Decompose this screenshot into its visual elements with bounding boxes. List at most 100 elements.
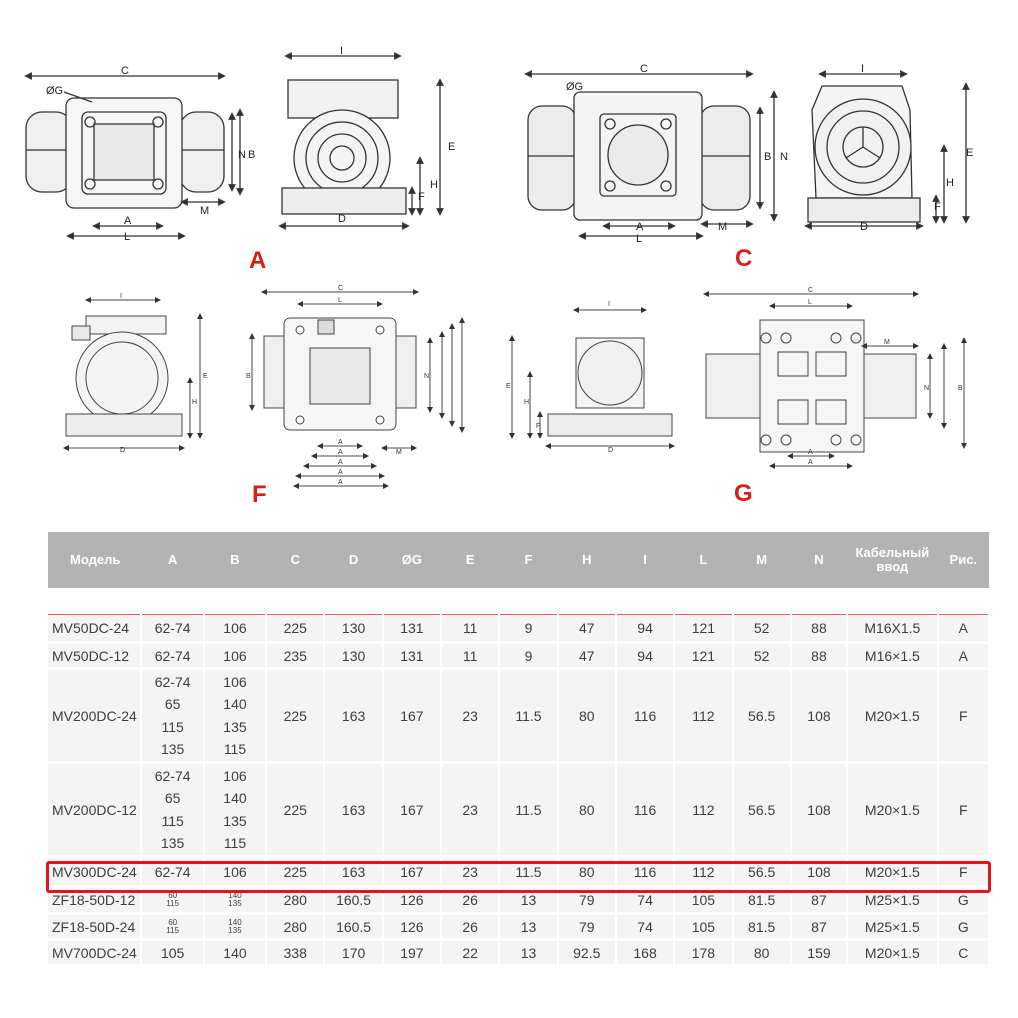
dim-n-g: N	[924, 385, 929, 392]
dim-f-g: F	[536, 423, 540, 430]
cell-e: 26	[441, 886, 501, 915]
dim-i-g: I	[608, 301, 610, 308]
cell-e: 22	[441, 939, 501, 967]
figure-f-top-view	[249, 289, 465, 489]
dim-c-f: C	[338, 285, 343, 292]
cell-c: 338	[266, 939, 326, 967]
cell-a-value: 62-74	[154, 673, 191, 690]
dim-c-c: C	[640, 63, 648, 75]
cell-n: 108	[790, 762, 849, 858]
dim-a4-f: A	[338, 469, 343, 476]
dim-a-a: A	[124, 215, 132, 227]
cell-a-value: 62-74	[154, 647, 191, 664]
cell-e: 23	[441, 668, 501, 764]
cell-fig: A	[937, 614, 991, 644]
cell-i: 74	[615, 913, 676, 941]
cell-f: 13	[499, 939, 559, 967]
dim-d-g: D	[608, 447, 613, 454]
table-header-row: Модель A B C D ØG E F H I L M N Кабельны…	[48, 532, 989, 588]
header-m: M	[732, 532, 791, 588]
cell-b-value: 140	[223, 696, 247, 712]
dim-m-g: M	[884, 339, 890, 346]
cell-i: 94	[615, 614, 676, 644]
cell-n: 87	[790, 913, 849, 941]
cell-b-value: 106	[223, 767, 247, 784]
header-l: L	[674, 532, 733, 588]
dim-a1-g: A	[808, 449, 813, 456]
dim-c-a: C	[121, 65, 129, 77]
cell-b-value: 140	[223, 944, 247, 961]
dim-n-a: N	[238, 149, 246, 161]
dim-h-f: H	[192, 399, 197, 406]
cell-d: 170	[324, 939, 384, 967]
dim-m-a: M	[200, 205, 209, 217]
cell-b-value: 140	[228, 891, 242, 900]
header-c: C	[266, 532, 325, 588]
cell-f: 9	[499, 614, 559, 644]
cell-h: 79	[557, 913, 617, 941]
cell-b-value: 115	[223, 835, 247, 851]
dim-i-a: I	[340, 45, 343, 57]
technical-drawings: C ØG A L M N B I D E H F A	[24, 45, 973, 508]
dim-b-c: B	[764, 151, 771, 163]
header-e: E	[441, 532, 500, 588]
cell-f: 11.5	[499, 668, 559, 764]
cell-m: 56.5	[732, 762, 792, 858]
cell-a-value: 135	[160, 741, 185, 757]
cell-d: 130	[324, 614, 384, 644]
header-i: I	[615, 532, 675, 588]
cell-e: 11	[441, 642, 501, 670]
cell-a: 62-74	[141, 614, 205, 644]
cell-g: 126	[382, 913, 443, 941]
dim-e-f: E	[203, 373, 208, 380]
figure-f-front-view	[63, 297, 203, 451]
dim-m-f: M	[396, 449, 402, 456]
cell-b: 106	[203, 614, 268, 644]
dim-b-f: B	[246, 373, 251, 380]
cell-cable: M20×1.5	[847, 762, 939, 858]
dim-i-c: I	[861, 63, 864, 75]
figure-g-front-view	[509, 307, 675, 449]
dim-d-c: D	[860, 221, 868, 233]
cell-i: 94	[615, 642, 676, 670]
cell-e: 11	[441, 614, 501, 644]
cell-a-value: 65	[164, 696, 181, 712]
cell-g: 197	[382, 939, 443, 967]
figure-c-side-view	[524, 70, 778, 240]
cell-fig: F	[937, 762, 991, 858]
dim-b-a: B	[248, 149, 255, 161]
cell-c: 235	[266, 642, 326, 670]
cell-g: 131	[382, 614, 443, 644]
cell-model: MV200DC-12	[48, 762, 143, 858]
figure-label-c: C	[735, 245, 752, 272]
cell-g: 167	[382, 668, 443, 764]
cell-cable: M20×1.5	[847, 668, 939, 764]
cell-cable: M16X1.5	[847, 614, 939, 644]
dim-a3-f: A	[338, 459, 343, 466]
cell-l: 105	[674, 913, 734, 941]
cell-f: 13	[499, 913, 559, 941]
cell-b-value: 135	[223, 812, 247, 829]
highlighted-row-frame	[46, 861, 991, 893]
cell-cable: M25×1.5	[847, 913, 939, 941]
cell-b: 106	[203, 642, 268, 670]
cell-cable: M16×1.5	[847, 642, 939, 670]
figure-c-front-view	[804, 70, 970, 230]
cell-n: 159	[790, 939, 849, 967]
dim-n-c: N	[780, 151, 788, 163]
cell-h: 92.5	[557, 939, 617, 967]
cell-c: 225	[266, 614, 326, 644]
dim-g-c: ØG	[566, 81, 583, 93]
dim-a-c: A	[636, 221, 644, 233]
cell-e: 26	[441, 913, 501, 941]
dim-n-f: N	[424, 373, 429, 380]
cell-f: 11.5	[499, 762, 559, 858]
dim-d-f: D	[120, 447, 125, 454]
